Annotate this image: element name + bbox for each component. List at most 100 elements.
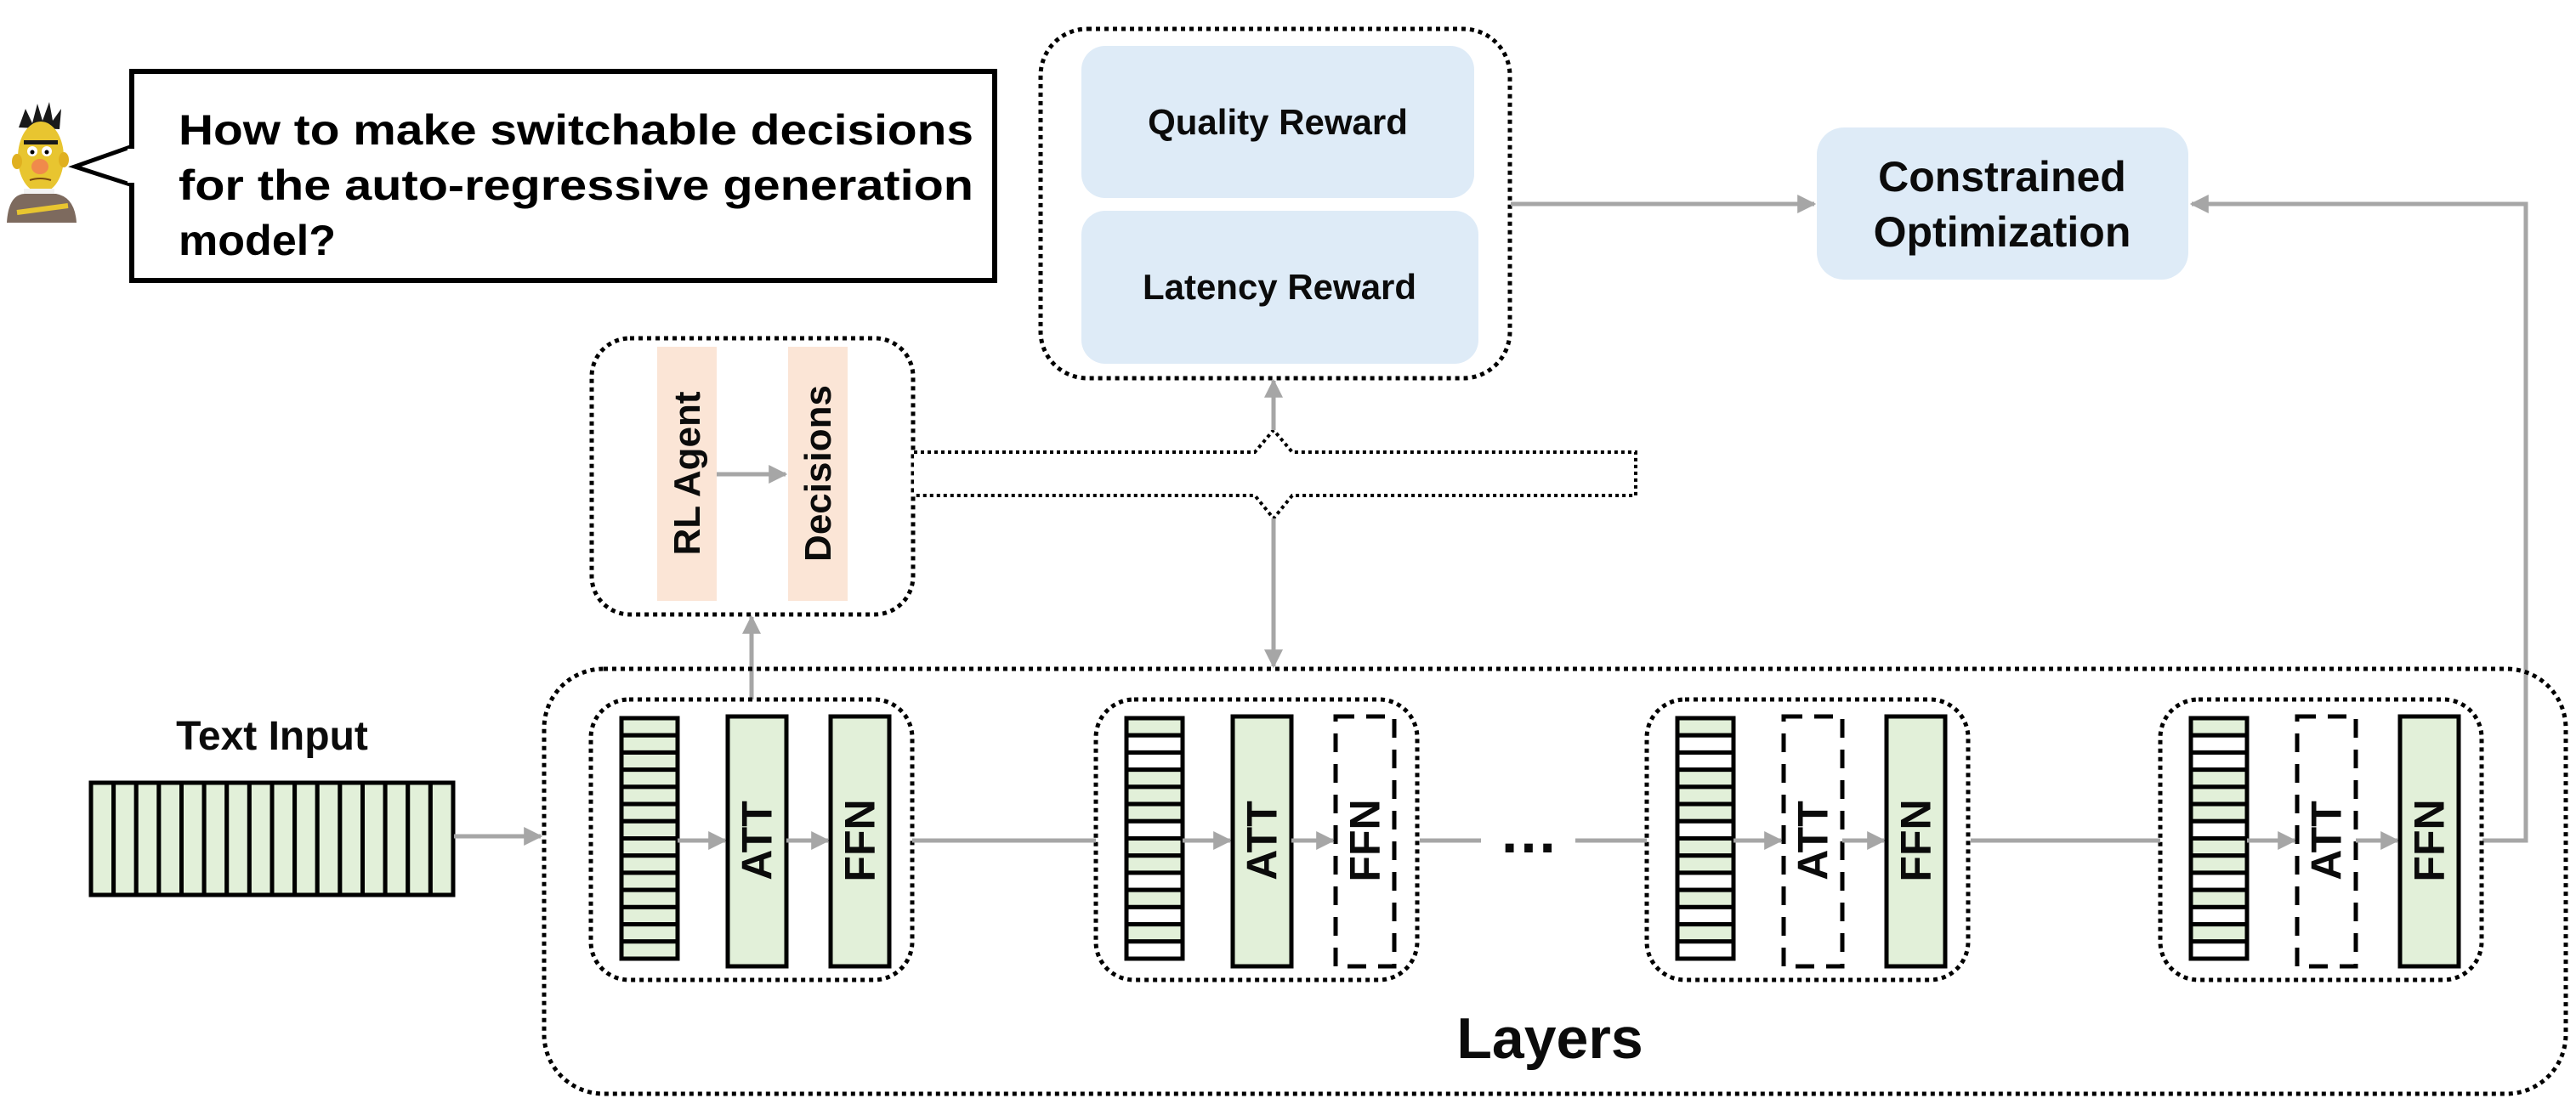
att-label: ATT: [2303, 801, 2351, 880]
rl-agent-group: RL Agent Decisions: [589, 336, 916, 617]
latency-reward-box: [1081, 211, 1478, 364]
token-cell-active: [619, 870, 680, 892]
input-token-cell: [133, 780, 162, 897]
text-input-sequence: [88, 780, 456, 897]
optimization-label-line-1: Constrained: [1878, 153, 2126, 201]
token-cell-skipped: [1124, 939, 1185, 961]
token-cell-active: [619, 887, 680, 909]
token-cell-active: [619, 801, 680, 824]
token-cell-skipped: [1124, 750, 1185, 773]
rl-agent-label: RL Agent: [667, 391, 708, 555]
decision-channel: [914, 427, 1637, 522]
input-token-cell: [88, 780, 116, 897]
question-line-3: model?: [179, 217, 336, 264]
att-module-skipped: [1781, 714, 1845, 969]
input-token-cell: [292, 780, 320, 897]
input-token-cell: [247, 780, 275, 897]
token-cell-active: [2188, 836, 2250, 858]
att-label: ATT: [1790, 801, 1837, 880]
token-cell-active: [1124, 922, 1185, 944]
input-token-cell: [360, 780, 388, 897]
input-token-cell: [179, 780, 207, 897]
question-line-2: for the auto-regressive generation: [179, 161, 973, 209]
input-token-cell: [338, 780, 365, 897]
decisions-box: [788, 347, 848, 601]
layer-block-4: ATT FFN: [2158, 697, 2484, 982]
token-cell-active: [619, 853, 680, 875]
input-token-cell: [406, 780, 433, 897]
layer-block-frame: [588, 697, 915, 982]
token-cell-active: [2188, 853, 2250, 875]
token-cell-active: [619, 733, 680, 755]
att-module-active: [1230, 714, 1294, 969]
input-token-cell: [201, 780, 230, 897]
ffn-module-active: [828, 714, 892, 969]
token-cell-active: [2188, 767, 2250, 790]
token-cell-skipped: [1124, 870, 1185, 892]
rl-container: [589, 336, 916, 617]
token-cell-skipped: [1675, 939, 1736, 961]
text-input-label: Text Input: [176, 714, 368, 759]
constrained-optimization-box: Constrained Optimization: [1817, 127, 2188, 280]
arrow-output-to-optimization: [2189, 195, 2528, 843]
ffn-module-skipped: [1333, 714, 1397, 969]
question-line-1: How to make switchable decisions: [179, 106, 973, 154]
layer-block-frame: [1644, 697, 1971, 982]
token-cell-active: [619, 836, 680, 858]
token-cell-skipped: [1675, 750, 1736, 773]
token-cell-active: [1675, 887, 1736, 909]
token-cell-skipped: [1675, 870, 1736, 892]
token-cell-active: [1675, 853, 1736, 875]
token-cell-active: [1675, 784, 1736, 807]
cartoon-character-icon: [7, 102, 77, 223]
token-cell-skipped: [2188, 733, 2250, 755]
token-cell-active: [1124, 853, 1185, 875]
token-cell-active: [2188, 784, 2250, 807]
input-token-cell: [156, 780, 184, 897]
token-cell-skipped: [1675, 733, 1736, 755]
ffn-module-active: [1884, 714, 1948, 969]
token-cell-active: [619, 939, 680, 961]
token-cell-active: [1675, 801, 1736, 824]
token-cell-active: [1124, 836, 1185, 858]
token-cell-active: [2188, 801, 2250, 824]
optimization-label-line-2: Optimization: [1874, 208, 2131, 256]
token-cell-active: [619, 750, 680, 773]
att-label: ATT: [734, 801, 781, 880]
token-cell-active: [1124, 801, 1185, 824]
token-cell-active: [1675, 922, 1736, 944]
token-cell-active: [619, 784, 680, 807]
token-cell-active: [619, 904, 680, 927]
input-token-cell: [383, 780, 411, 897]
quality-reward-label: Quality Reward: [1148, 102, 1408, 142]
token-cell-active: [619, 922, 680, 944]
latency-reward-label: Latency Reward: [1143, 267, 1416, 307]
att-module-active: [725, 714, 789, 969]
input-token-cell: [224, 780, 252, 897]
token-cell-active: [1675, 716, 1736, 738]
ffn-label: FFN: [2406, 799, 2454, 881]
token-cell-skipped: [2188, 870, 2250, 892]
att-label: ATT: [1239, 801, 1286, 880]
input-token-cell: [315, 780, 343, 897]
token-cell-skipped: [1124, 733, 1185, 755]
token-cell-skipped: [2188, 939, 2250, 961]
ffn-label: FFN: [1342, 799, 1389, 881]
rl-agent-box: [657, 347, 717, 601]
rewards-group: Quality Reward Latency Reward: [1038, 26, 1512, 381]
token-cell-skipped: [2188, 904, 2250, 927]
input-token-cell: [270, 780, 298, 897]
rewards-container: [1038, 26, 1512, 381]
token-cell-active: [1124, 767, 1185, 790]
input-token-cell: [111, 780, 139, 897]
layer-block-2: ATT FFN: [1093, 697, 1420, 982]
decisions-label: Decisions: [797, 385, 839, 562]
token-cell-skipped: [1675, 818, 1736, 841]
token-cell-active: [1675, 836, 1736, 858]
token-cell-active: [1124, 716, 1185, 738]
ffn-label: FFN: [1892, 799, 1940, 881]
input-token-cell: [428, 780, 456, 897]
